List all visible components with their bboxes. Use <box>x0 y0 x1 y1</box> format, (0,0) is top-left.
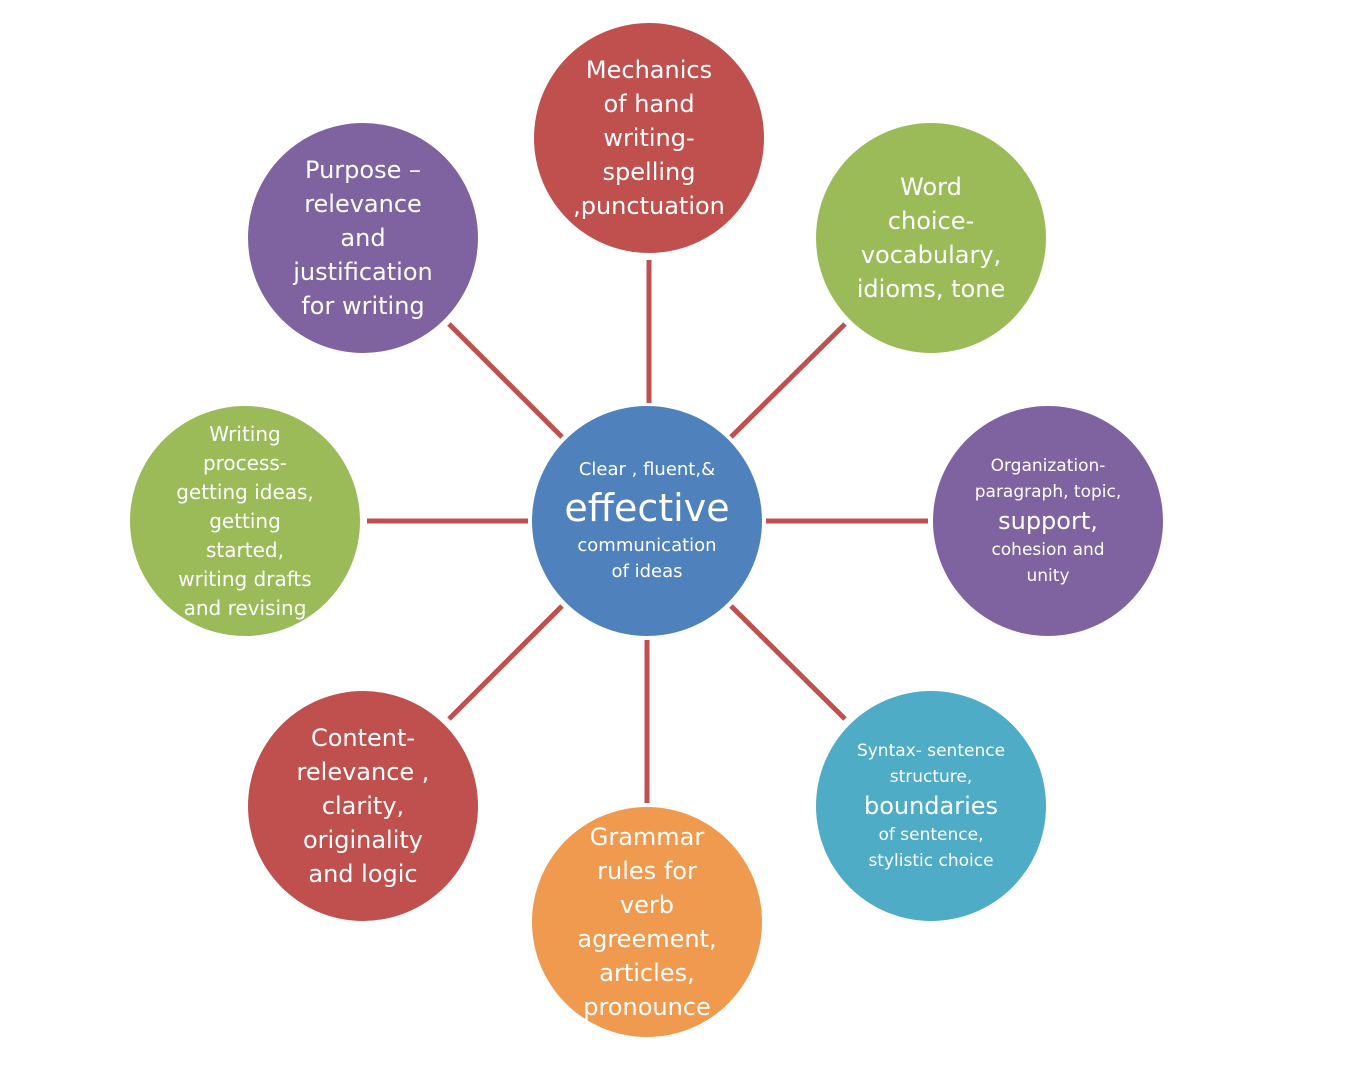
connector-bottom-right <box>729 604 847 721</box>
node-text: originality <box>303 826 423 854</box>
node-text: for writing <box>301 292 425 320</box>
node-word-choice: Word choice- vocabulary, idioms, tone <box>816 123 1046 353</box>
node-text: relevance <box>304 190 422 218</box>
node-text: ,punctuation <box>573 192 725 220</box>
node-writing-process: Writing process- getting ideas, getting … <box>130 406 360 636</box>
node-text: process- <box>202 450 288 475</box>
node-organization: Organization- paragraph, topic, support,… <box>933 406 1163 636</box>
center-node: Clear , fluent,& effective communication… <box>532 406 762 636</box>
node-text: justification <box>293 258 433 286</box>
node-text: vocabulary, <box>860 241 1002 269</box>
node-text: writing- <box>603 124 695 152</box>
node-text: spelling <box>602 158 696 186</box>
node-text: Clear , fluent,& <box>578 459 716 480</box>
node-text: Content- <box>310 724 416 752</box>
node-text: verb <box>619 891 675 919</box>
node-text: effective <box>564 486 730 530</box>
node-purpose: Purpose – relevance and justification fo… <box>248 123 478 353</box>
node-text: rules for <box>597 857 697 885</box>
node-text: writing drafts <box>178 566 312 591</box>
node-text: cohesion and <box>991 540 1105 560</box>
node-text: choice- <box>887 207 975 235</box>
node-text: articles, <box>599 959 695 987</box>
node-text: paragraph, topic, <box>974 482 1122 502</box>
node-text: Purpose – <box>305 156 421 184</box>
node-text: communication <box>577 535 717 556</box>
node-text: Word <box>900 173 962 201</box>
node-text: stylistic choice <box>868 851 994 871</box>
connector-bottom-left <box>447 604 564 721</box>
node-text: of sentence, <box>878 825 984 845</box>
node-content: Content- relevance , clarity, originalit… <box>248 691 478 921</box>
node-text: agreement, <box>577 925 717 953</box>
node-text: of ideas <box>611 561 683 582</box>
node-text: of hand <box>603 90 695 118</box>
node-text: unity <box>1026 566 1070 586</box>
node-text: idioms, tone <box>856 275 1006 303</box>
node-text: structure, <box>889 767 973 787</box>
node-text: started, <box>206 537 284 562</box>
node-text: boundaries <box>863 792 999 820</box>
node-text: and revising <box>183 595 307 620</box>
node-text: getting <box>209 508 281 533</box>
node-text: Writing <box>209 421 281 446</box>
node-syntax: Syntax- sentence structure, boundaries o… <box>816 691 1046 921</box>
node-text: getting ideas, <box>176 479 314 504</box>
connector-top-right <box>729 322 847 439</box>
node-grammar: Grammar rules for verb agreement, articl… <box>532 807 762 1037</box>
node-text: and logic <box>308 860 418 888</box>
node-text: and <box>340 224 386 252</box>
node-text: Organization- <box>990 456 1106 476</box>
node-text: Grammar <box>589 823 705 851</box>
connector-top-left <box>447 322 564 439</box>
node-text: clarity, <box>321 792 405 820</box>
node-text: Syntax- sentence <box>856 741 1006 761</box>
node-mechanics: Mechanics of hand writing- spelling ,pun… <box>534 23 764 253</box>
node-text: support, <box>998 507 1098 535</box>
node-text: relevance , <box>296 758 430 786</box>
node-text: pronounce <box>583 993 711 1021</box>
node-text: Mechanics <box>585 56 713 84</box>
